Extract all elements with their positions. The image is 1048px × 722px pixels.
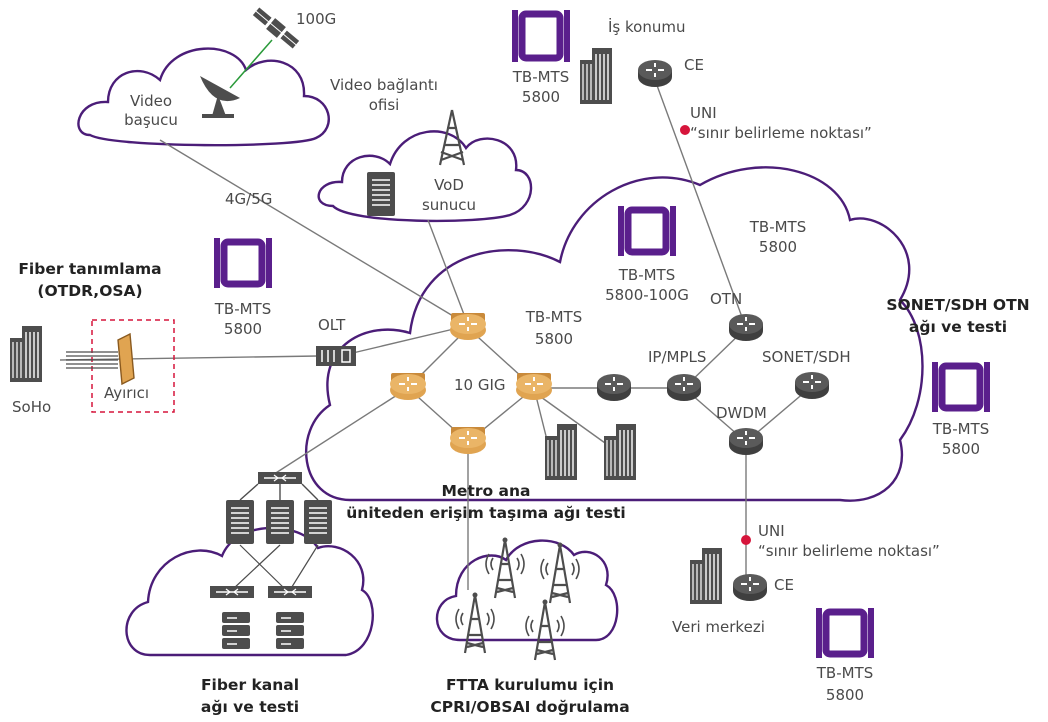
- label-10gig: 10 GIG: [454, 376, 506, 394]
- satellite-dish-icon: [200, 76, 240, 118]
- tb-mts-rightcloud-1: TB-MTS: [749, 218, 807, 236]
- fc-server-3: [303, 499, 333, 545]
- business-building-icon: [579, 47, 613, 105]
- tb-mts-right-1: TB-MTS: [932, 420, 990, 438]
- router-metro-top: [449, 312, 487, 341]
- label-video-office-1: Video bağlantı: [330, 76, 438, 94]
- fc-server-2: [265, 499, 295, 545]
- label-ce-top: CE: [684, 56, 704, 74]
- tb-mts-device-bottom: [816, 608, 874, 658]
- fc-switch-right: [267, 585, 313, 599]
- router-metro-left: [389, 372, 427, 401]
- label-demarc-bottom: “sınır belirleme noktası”: [758, 542, 940, 560]
- label-demarc-top: “sınır belirleme noktası”: [690, 124, 872, 142]
- label-vod-2: sunucu: [421, 196, 477, 214]
- label-100g: 100G: [296, 10, 337, 28]
- router-sonet-sdh: [794, 371, 830, 400]
- fc-storage-1: [221, 611, 251, 650]
- tb-mts-device-top: [512, 10, 570, 62]
- title-metro-2: üniteden erişim taşıma ağı testi: [346, 504, 626, 522]
- router-metro-right: [515, 372, 553, 401]
- label-video-office-2: ofisi: [368, 96, 400, 114]
- title-ftta-2: CPRI/OBSAI doğrulama: [430, 698, 630, 716]
- router-core: [596, 373, 632, 402]
- tb-mts-center-1: TB-MTS: [618, 266, 676, 284]
- tb-mts-device-right: [932, 362, 990, 412]
- tb-mts-right-2: 5800: [941, 440, 981, 458]
- label-fiber-id-1: Fiber tanımlama: [18, 260, 162, 278]
- label-vod-1: VoD: [434, 176, 464, 194]
- label-otn: OTN: [710, 290, 743, 308]
- tb-mts-device-left: [214, 238, 272, 288]
- splitter-box: [91, 319, 175, 413]
- label-ip-mpls: IP/MPLS: [648, 348, 707, 366]
- router-ce-top: [637, 59, 673, 88]
- fc-server-1: [225, 499, 255, 545]
- label-uni-bottom: UNI: [758, 522, 785, 540]
- label-video-headend-2: başucu: [124, 111, 178, 129]
- title-fiber-channel-1: Fiber kanal: [200, 676, 300, 694]
- fc-switch-top: [257, 471, 303, 485]
- router-otn: [728, 313, 764, 342]
- label-splitter: Ayırıcı: [104, 384, 150, 402]
- fc-switch-left: [209, 585, 255, 599]
- label-ce-bottom: CE: [774, 576, 794, 594]
- tb-mts-center-2: 5800-100G: [605, 286, 689, 304]
- video-headend-cloud: [77, 47, 330, 147]
- label-sonet-sdh: SONET/SDH: [762, 348, 851, 366]
- router-ip-mpls: [666, 373, 702, 402]
- router-ce-bottom: [732, 573, 768, 602]
- soho-building-icon: [9, 325, 43, 383]
- splitter-icon: [117, 332, 135, 386]
- vod-server-icon: [366, 171, 396, 217]
- title-sonet-1: SONET/SDH OTN: [886, 296, 1030, 314]
- tb-mts-bottom-1: TB-MTS: [816, 664, 874, 682]
- label-4g5g: 4G/5G: [225, 190, 273, 208]
- demarc-dot-top: [680, 125, 690, 135]
- label-fiber-id-2: (OTDR,OSA): [37, 282, 143, 300]
- tb-mts-device-center: [618, 206, 676, 256]
- label-olt: OLT: [318, 316, 346, 334]
- title-metro-1: Metro ana: [441, 482, 531, 500]
- tb-mts-metro-1: TB-MTS: [525, 308, 583, 326]
- tb-mts-left-2: 5800: [223, 320, 263, 338]
- fc-storage-2: [275, 611, 305, 650]
- label-data-center: Veri merkezi: [672, 618, 765, 636]
- cell-tower-icon: [438, 109, 466, 166]
- label-business-site: İş konumu: [608, 18, 686, 36]
- label-video-headend-1: Video: [129, 92, 173, 110]
- title-sonet-2: ağı ve testi: [908, 318, 1008, 336]
- satellite-icon: [252, 7, 300, 49]
- tb-mts-bottom-2: 5800: [825, 686, 865, 704]
- tb-mts-top-2: 5800: [521, 88, 561, 106]
- router-metro-bottom: [449, 426, 487, 455]
- datacenter-building-icon: [689, 547, 723, 605]
- demarc-dot-bottom: [741, 535, 751, 545]
- label-soho: SoHo: [12, 398, 52, 416]
- ftta-cloud: [435, 539, 619, 642]
- olt-icon: [316, 346, 356, 366]
- tb-mts-left-1: TB-MTS: [214, 300, 272, 318]
- tb-mts-metro-2: 5800: [534, 330, 574, 348]
- tb-mts-top-1: TB-MTS: [512, 68, 570, 86]
- label-uni-top: UNI: [690, 104, 717, 122]
- label-dwdm: DWDM: [716, 404, 767, 422]
- router-dwdm: [728, 427, 764, 456]
- tb-mts-rightcloud-2: 5800: [758, 238, 798, 256]
- title-fiber-channel-2: ağı ve testi: [200, 698, 300, 716]
- title-ftta-1: FTTA kurulumu için: [445, 676, 615, 694]
